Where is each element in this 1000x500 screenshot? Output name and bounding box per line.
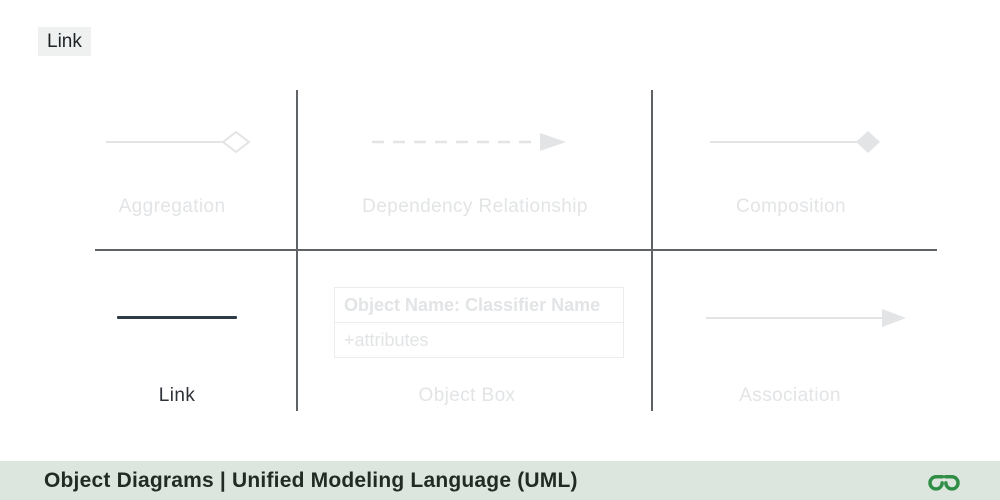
topic-badge: Link bbox=[38, 27, 91, 56]
composition-label: Composition bbox=[735, 196, 847, 217]
object-box-title: Object Name: Classifier Name bbox=[335, 288, 623, 323]
geeksforgeeks-logo-icon bbox=[928, 475, 960, 491]
dependency-label: Dependency Relationship bbox=[362, 196, 588, 217]
link-line-icon bbox=[117, 316, 237, 319]
footer-title: Object Diagrams | Unified Modeling Langu… bbox=[44, 468, 578, 492]
aggregation-hollow-diamond-icon bbox=[106, 130, 251, 154]
grid-horizontal-divider bbox=[95, 249, 937, 251]
object-box-label: Object Box bbox=[418, 385, 516, 406]
association-arrow-icon bbox=[706, 309, 906, 327]
aggregation-label: Aggregation bbox=[118, 196, 226, 217]
object-box: Object Name: Classifier Name +attributes bbox=[334, 287, 624, 358]
composition-filled-diamond-icon bbox=[710, 131, 880, 153]
link-label: Link bbox=[158, 385, 196, 406]
footer-bar: Object Diagrams | Unified Modeling Langu… bbox=[0, 461, 1000, 500]
association-label: Association bbox=[739, 385, 841, 406]
object-box-attributes: +attributes bbox=[344, 329, 429, 350]
dependency-dashed-arrow-icon bbox=[372, 133, 566, 151]
